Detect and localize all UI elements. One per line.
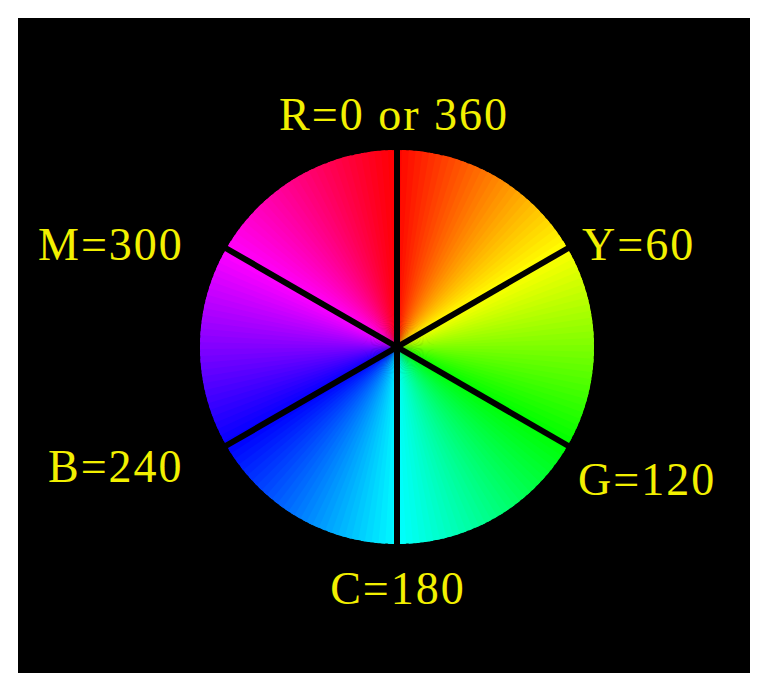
sector-dividers [225,148,570,546]
hue-label-cyan: C=180 [330,563,466,614]
hue-label-green: G=120 [578,454,716,505]
divider-line [394,148,400,347]
label-box: Y=60 [582,222,695,268]
divider-line [225,248,397,348]
divider-line [397,248,569,348]
label-box: M=300 [38,222,184,268]
divider-line [394,347,400,546]
divider-line [397,347,569,447]
hue-label-blue: B=240 [48,441,184,492]
label-box: R=0 or 360 [279,92,509,138]
hue-label-magenta: M=300 [38,219,184,270]
hue-label-red: R=0 or 360 [279,89,509,140]
hue-label-yellow: Y=60 [582,219,695,270]
label-box: B=240 [48,444,184,490]
divider-line [225,347,397,447]
label-box: C=180 [330,566,466,612]
label-box: G=120 [578,457,716,503]
